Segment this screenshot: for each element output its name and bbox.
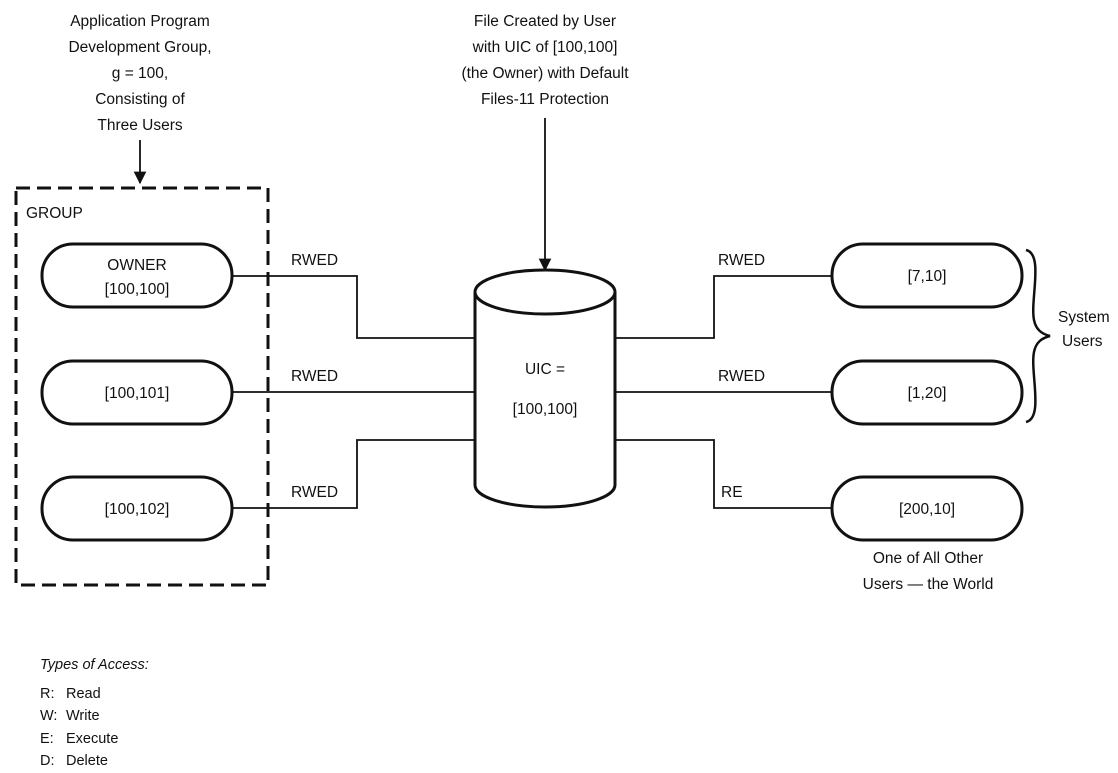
user-box-world-200-10: [200,10]: [830, 475, 1024, 542]
world-200-10-uic: [200,10]: [899, 501, 955, 518]
user-box-system-7-10: [7,10]: [830, 242, 1024, 309]
file-description: File Created by User with UIC of [100,10…: [461, 13, 629, 108]
legend-item-write: W: Write: [40, 705, 149, 728]
group-boundary: [14, 186, 270, 587]
legend-key: D:: [40, 753, 55, 770]
group-description: Application Program Development Group, g…: [68, 13, 211, 134]
wire-world-200-10: [615, 439, 832, 509]
group-description-line: Development Group,: [68, 39, 211, 56]
system-users-label: System Users: [1058, 309, 1110, 350]
file-cylinder: UIC = [100,100]: [473, 268, 617, 509]
system-users-line: Users: [1062, 333, 1103, 350]
group-description-line: g = 100,: [112, 65, 168, 82]
system-users-line: System: [1058, 309, 1110, 326]
legend-key: E:: [40, 730, 54, 747]
file-description-line: with UIC of [100,100]: [472, 39, 618, 56]
world-description-line: Users — the World: [863, 576, 994, 593]
legend-item-read: R: Read: [40, 683, 149, 706]
legend-value: Write: [66, 708, 100, 725]
system-1-20-uic: [1,20]: [908, 385, 947, 402]
legend-item-delete: D: Delete: [40, 750, 149, 773]
access-label-owner: RWED: [291, 252, 338, 269]
wire-member-102: [232, 439, 475, 509]
world-description-line: One of All Other: [873, 550, 983, 567]
user-box-system-1-20: [1,20]: [830, 359, 1024, 426]
group-description-line: Consisting of: [95, 91, 185, 108]
file-description-line: Files-11 Protection: [481, 91, 609, 108]
member-101-uic: [100,101]: [105, 385, 170, 402]
legend-key: R:: [40, 685, 55, 702]
system-users-brace: [1025, 248, 1051, 424]
file-uic-label: UIC =: [525, 361, 565, 378]
user-box-member-101: [100,101]: [40, 359, 234, 426]
access-label-member-102: RWED: [291, 484, 338, 501]
world-description: One of All Other Users — the World: [863, 550, 994, 593]
owner-uic: [100,100]: [105, 281, 170, 298]
wire-system-7-10: [615, 275, 832, 339]
access-label-world: RE: [721, 484, 743, 501]
group-description-line: Application Program: [70, 13, 210, 30]
user-box-member-102: [100,102]: [40, 475, 234, 542]
access-legend: Types of Access: R: Read W: Write E: Execut…: [40, 654, 149, 773]
group-label: GROUP: [26, 205, 83, 222]
legend-title: Types of Access:: [40, 657, 149, 673]
access-label-system-1-20: RWED: [718, 368, 765, 385]
system-7-10-uic: [7,10]: [908, 268, 947, 285]
file-description-line: (the Owner) with Default: [461, 65, 629, 82]
wire-owner: [232, 275, 475, 339]
owner-label: OWNER: [107, 257, 166, 274]
member-102-uic: [100,102]: [105, 501, 170, 518]
legend-key: W:: [40, 708, 58, 725]
legend-value: Delete: [66, 753, 108, 770]
user-box-owner: OWNER [100,100]: [40, 242, 234, 309]
access-label-system-7-10: RWED: [718, 252, 765, 269]
legend-value: Read: [66, 685, 101, 702]
legend-value: Execute: [66, 730, 119, 747]
legend-item-execute: E: Execute: [40, 728, 149, 751]
access-label-member-101: RWED: [291, 368, 338, 385]
group-description-line: Three Users: [97, 117, 183, 134]
file-uic-value: [100,100]: [513, 401, 578, 418]
file-description-line: File Created by User: [474, 13, 616, 30]
